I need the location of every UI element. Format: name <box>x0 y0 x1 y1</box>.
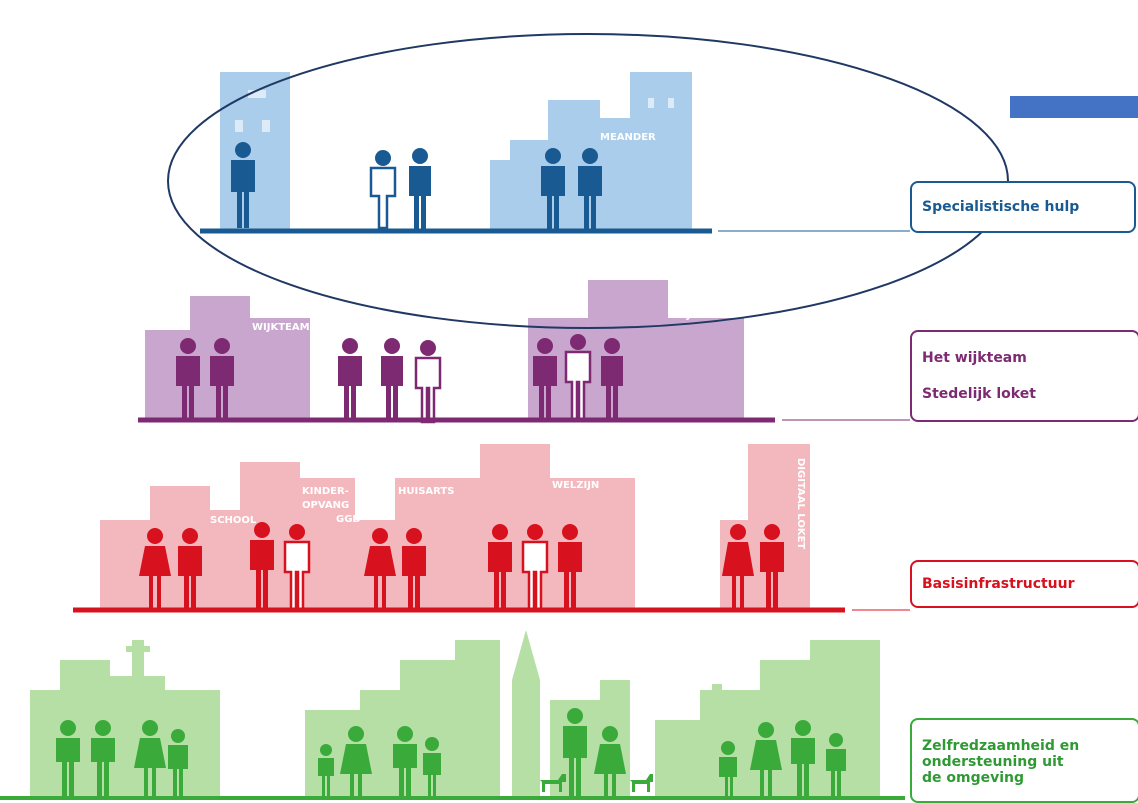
person-figure <box>541 148 565 230</box>
level-label-wijkteam: Het wijkteam Stedelijk loket <box>910 330 1138 422</box>
highlight-marker-bar <box>1010 96 1138 118</box>
welzijn-building-label: WELZIJN <box>552 480 599 491</box>
person-figure <box>414 340 442 424</box>
person-figure <box>423 737 441 799</box>
wijkteam-right-building-label: WIJKTEAM <box>672 310 730 321</box>
meander-building-label: MEANDER <box>600 132 656 143</box>
person-figure <box>791 720 815 798</box>
person-figure <box>176 338 200 420</box>
person-figure <box>826 733 846 797</box>
wijkteam-left-building-label: WIJKTEAM <box>252 322 310 333</box>
level-label-text: Stedelijk loket <box>922 385 1036 402</box>
person-figure <box>719 741 737 799</box>
basis-people <box>139 522 784 612</box>
level-label-specialistische-hulp: Specialistische hulp <box>910 181 1136 233</box>
dog-figure <box>630 774 653 792</box>
person-figure <box>178 528 202 610</box>
specialist-people <box>231 142 602 230</box>
ggd-building-label: GGD <box>336 514 361 525</box>
wijk-people <box>176 334 623 424</box>
person-figure <box>594 726 626 800</box>
basis-building-labels: STIP SCHOOL KINDER- OPVANG GGD HUISARTS … <box>118 458 806 549</box>
zelf-people <box>56 708 846 800</box>
person-figure <box>393 726 417 800</box>
stip-building-label: STIP <box>118 510 143 521</box>
person-figure <box>364 528 396 608</box>
ladder-specialist-wijk <box>457 233 519 420</box>
level-label-text: Specialistische hulp <box>922 198 1080 215</box>
wijk-buildings <box>145 280 744 420</box>
person-figure <box>56 720 80 796</box>
ladder-basis-zelf <box>238 612 301 800</box>
person-figure <box>168 729 188 797</box>
person-figure <box>722 524 754 608</box>
person-figure <box>318 744 334 796</box>
kinderopvang-building-label-line1: KINDER- <box>302 486 349 497</box>
person-figure <box>91 720 115 796</box>
person-figure <box>564 334 592 422</box>
person-figure <box>488 524 512 610</box>
person-figure <box>210 338 234 420</box>
person-figure <box>231 142 255 228</box>
digitaal-loket-building-label: DIGITAAL LOKET <box>795 458 806 549</box>
person-figure <box>369 150 397 230</box>
kinderopvang-building-label-line2: OPVANG <box>302 500 349 511</box>
person-figure <box>250 522 274 610</box>
ggz-building-label: GGZ <box>254 62 278 73</box>
level-label-text: de omgeving <box>922 770 1025 786</box>
level-label-text: ondersteuning uit <box>922 754 1064 770</box>
dog-figure <box>540 774 566 792</box>
zelf-buildings <box>30 630 880 798</box>
level-label-text: Het wijkteam <box>922 349 1027 366</box>
person-figure <box>402 528 426 610</box>
school-building-label: SCHOOL <box>210 515 257 526</box>
person-figure <box>521 524 549 612</box>
person-figure <box>283 524 311 612</box>
person-figure <box>578 148 602 230</box>
level-label-zelfredzaamheid: Zelfredzaamheid en ondersteuning uit de … <box>910 718 1138 803</box>
person-figure <box>139 528 171 608</box>
level-label-text: Zelfredzaamheid en <box>922 738 1080 754</box>
huisarts-building-label: HUISARTS <box>398 486 454 497</box>
person-figure <box>340 726 372 800</box>
person-figure <box>750 722 782 796</box>
level-label-basisinfrastructuur: Basisinfrastructuur <box>910 560 1138 608</box>
person-figure <box>760 524 784 610</box>
person-figure <box>601 338 623 420</box>
person-figure <box>409 148 431 230</box>
person-figure <box>533 338 557 420</box>
person-figure <box>558 524 582 610</box>
person-figure <box>563 708 587 796</box>
ladder-wijk-basis <box>640 422 704 610</box>
person-figure <box>338 338 362 420</box>
specialist-buildings <box>220 72 692 232</box>
level-label-text: Basisinfrastructuur <box>922 575 1075 592</box>
person-figure <box>134 720 166 796</box>
person-figure <box>381 338 403 420</box>
